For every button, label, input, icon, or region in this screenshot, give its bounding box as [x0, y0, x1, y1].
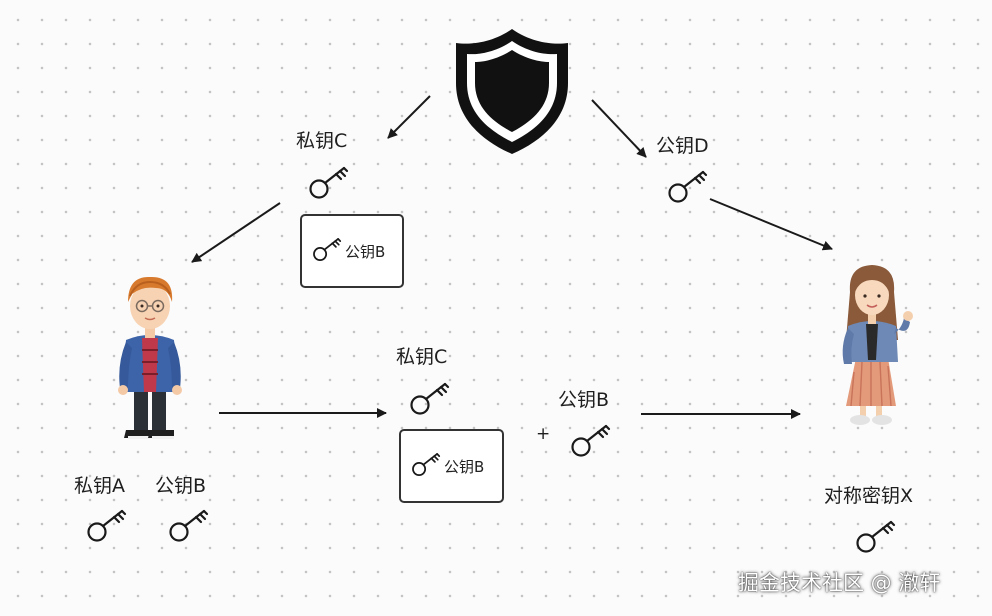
key-icon: [412, 453, 441, 477]
plus-sign: +: [536, 424, 551, 444]
girl-avatar: [842, 265, 913, 425]
public-key-b-box-top: 公钥B: [300, 214, 404, 288]
label-public-key-d: 公钥D: [656, 135, 709, 157]
arrow-to-girl: [709, 198, 833, 251]
label-private-key-c-middle: 私钥C: [396, 346, 448, 368]
label-public-key-b-box-middle: 公钥B: [444, 458, 485, 476]
watermark: 掘金技术社区 @ 澈轩: [738, 571, 941, 595]
label-symmetric-key-x: 对称密钥X: [824, 485, 914, 507]
label-public-key-b-box-top: 公钥B: [345, 243, 386, 261]
label-private-key-c-top: 私钥C: [296, 130, 348, 152]
key-icon: [313, 238, 342, 262]
key-icon: [309, 166, 349, 199]
key-icon: [571, 424, 611, 457]
key-icon: [410, 382, 450, 415]
key-icon: [87, 509, 127, 542]
label-public-key-b-middle: 公钥B: [558, 389, 610, 411]
arrow-to-boy: [191, 202, 281, 263]
label-public-key-b-alice: 公钥B: [155, 475, 207, 497]
key-icon: [169, 509, 209, 542]
public-key-b-box-middle: 公钥B: [399, 429, 504, 503]
key-icon: [856, 520, 896, 553]
boy-avatar: [118, 276, 182, 439]
arrow-server-to-private-key-c: [387, 95, 431, 139]
shield-icon: [456, 29, 568, 154]
key-icon: [668, 170, 708, 203]
arrow-server-to-public-key-d: [591, 99, 647, 158]
label-private-key-a: 私钥A: [74, 475, 125, 497]
